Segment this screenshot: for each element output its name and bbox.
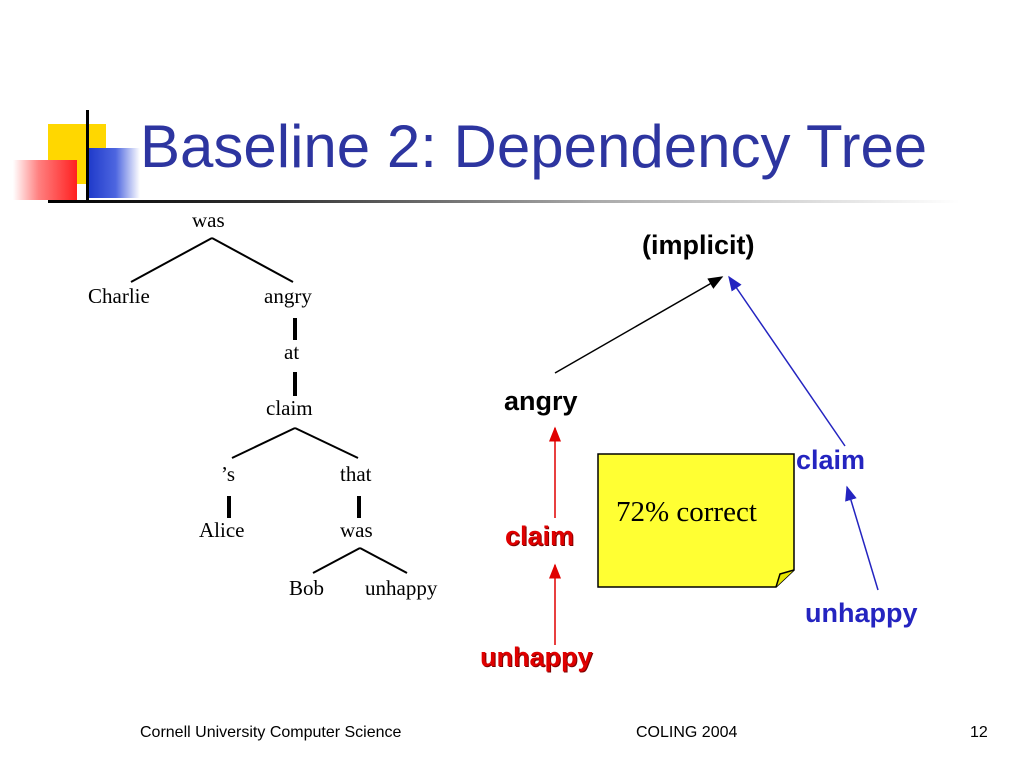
tree-node-charlie: Charlie: [88, 284, 150, 308]
tree-node-that: that: [340, 462, 372, 486]
footer-institution: Cornell University Computer Science: [140, 724, 402, 741]
tree-edge-was-angry: [211, 237, 294, 283]
tree-node-alice: Alice: [199, 518, 245, 542]
tree-node-was2: was: [340, 518, 373, 542]
page-number: 12: [970, 724, 988, 741]
title-underline: [48, 200, 960, 203]
node-claim-red: claim: [505, 521, 575, 551]
tree-node-poss: ’s: [221, 462, 236, 486]
tree-edge-claim-that: [294, 427, 359, 459]
node-claim-blue: claim: [796, 445, 866, 475]
sticky-note: [597, 453, 795, 588]
tree-node-angry: angry: [264, 284, 312, 308]
tree-edge-was-bob: [312, 547, 361, 574]
logo-red-square: [13, 160, 77, 200]
node-implicit: (implicit): [642, 230, 755, 260]
tree-node-bob: Bob: [289, 576, 325, 600]
arrow-unhappy-to-claim-blue: [845, 485, 879, 591]
tree-edge-was-charlie: [130, 237, 213, 283]
logo-vertical-line: [86, 110, 89, 202]
slide-title: Baseline 2: Dependency Tree: [140, 113, 928, 180]
logo-blue-square: [86, 148, 140, 198]
arrow-angry-to-implicit: [554, 276, 724, 374]
node-angry: angry: [504, 386, 578, 416]
footer-conference: COLING 2004: [636, 724, 738, 741]
arrow-claim-to-implicit: [728, 275, 846, 447]
node-unhappy-blue: unhappy: [805, 598, 918, 628]
tree-node-was: was: [192, 208, 225, 232]
tree-edge-was-unhappy: [359, 547, 408, 574]
node-unhappy-red: unhappy: [480, 642, 593, 672]
note-text: 72% correct: [616, 496, 757, 528]
tree-node-at: at: [284, 340, 300, 364]
tree-node-unhappy: unhappy: [365, 576, 438, 600]
tree-edge-claim-poss: [231, 427, 296, 459]
tree-node-claim: claim: [266, 396, 313, 420]
